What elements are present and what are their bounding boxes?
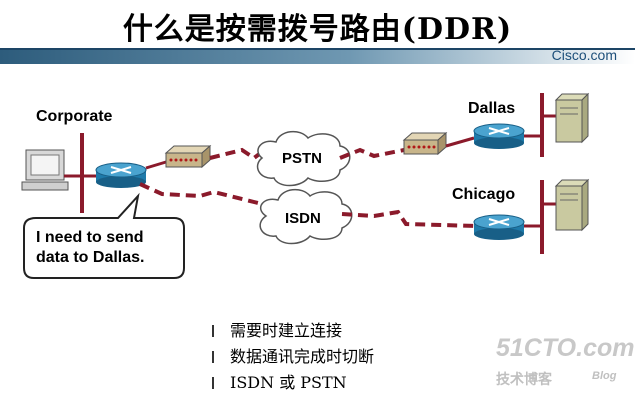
callout-line-2: data to Dallas. (36, 249, 145, 266)
bullet-marker-icon (212, 325, 217, 337)
dallas-lan-bar (540, 93, 544, 157)
bullet-item: 数据通讯完成时切断 (210, 344, 374, 370)
bullet-list: 需要时建立连接 数据通讯完成时切断 ISDN 或 PSTN (210, 318, 374, 396)
pstn-dial-link-left (209, 147, 264, 161)
pstn-cloud-icon (256, 130, 351, 187)
dallas-modem-icon (402, 131, 448, 156)
isdn-dial-link-right (341, 209, 477, 228)
bullet-text: 需要时建立连接 (230, 321, 343, 340)
bullet-text: 数据通讯完成时切断 (230, 347, 375, 366)
header-bar (0, 48, 635, 64)
bullet-marker-icon (212, 351, 217, 363)
corporate-router-icon (95, 162, 147, 188)
dallas-server-icon (554, 92, 590, 144)
callout-line-1: I need to send (36, 229, 144, 246)
corporate-lan-bar (80, 133, 84, 213)
dallas-router-icon (473, 123, 525, 149)
workstation-icon (21, 149, 69, 191)
chicago-lan-bar (540, 180, 544, 254)
watermark: 51CTO.com 技术博客 Blog (496, 334, 634, 394)
bullet-item: ISDN 或 PSTN (210, 370, 374, 396)
bullet-marker-icon (212, 377, 217, 389)
pstn-dial-link-right (339, 147, 405, 160)
watermark-main: 51CTO.com (496, 334, 635, 362)
site-label-chicago: Chicago (452, 186, 516, 203)
isdn-dial-link-left (139, 182, 263, 206)
ddr-network-diagram (21, 92, 590, 279)
brand-label: Cisco.com (551, 47, 617, 63)
site-label-dallas: Dallas (468, 100, 516, 117)
callout-text: I need to send data to Dallas. (36, 228, 176, 268)
watermark-sub: 技术博客 (496, 372, 552, 388)
chicago-router-icon (473, 214, 525, 240)
pstn-cloud-label: PSTN (282, 150, 323, 167)
watermark-blog: Blog (592, 370, 617, 382)
slide-title: 什么是按需拨号路由(DDR) (122, 12, 513, 47)
callout-bubble (23, 192, 185, 279)
chicago-server-icon (554, 178, 590, 232)
isdn-cloud-label: ISDN (285, 210, 321, 227)
bullet-text: ISDN 或 PSTN (230, 373, 347, 392)
bullet-item: 需要时建立连接 (210, 318, 374, 344)
corporate-modem-icon (164, 144, 212, 169)
site-label-corporate: Corporate (36, 108, 113, 125)
